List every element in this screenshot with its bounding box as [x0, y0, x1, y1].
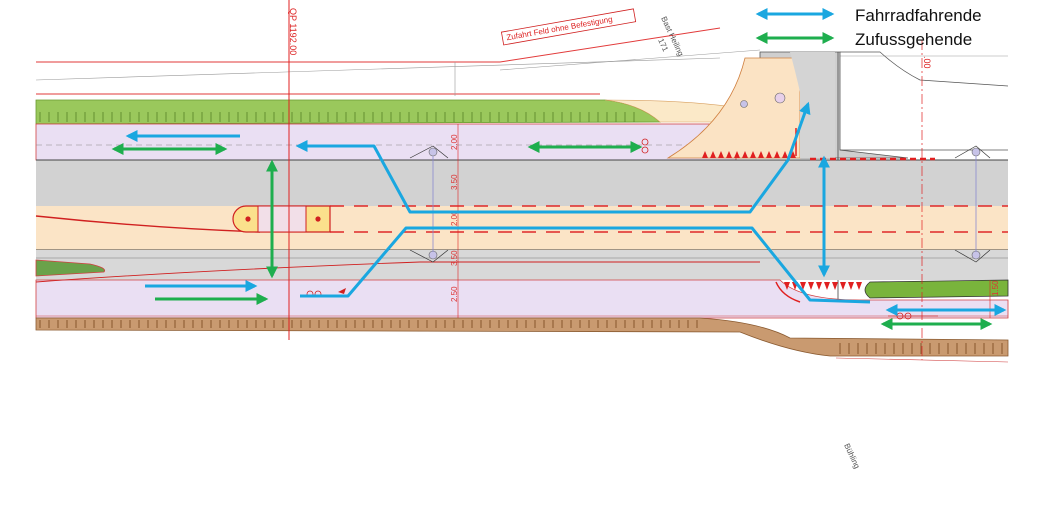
station-label: QP 1192.00 [288, 8, 298, 55]
lower-brown-ticks [39, 320, 1003, 354]
svg-text:2.50: 2.50 [450, 286, 459, 302]
svg-text:3.50: 3.50 [450, 174, 459, 190]
main-road-upper-lane [36, 160, 1008, 206]
lower-green-left [35, 259, 106, 277]
legend-label-cyclists: Fahrradfahrende [855, 6, 982, 25]
svg-text:1.50: 1.50 [991, 280, 1000, 296]
pedestrian-routes [111, 141, 993, 330]
svg-text:2.00: 2.00 [450, 210, 459, 226]
cyclist-route-crossing [295, 101, 811, 214]
legend-label-pedestrians: Zufussgehende [855, 30, 972, 49]
main-road-lower-lane [36, 250, 1008, 280]
tactile-markers-lower [784, 282, 862, 290]
legend: Fahrradfahrende Zufussgehende [755, 6, 982, 49]
upper-green-strip [35, 99, 662, 125]
right-station-label: .00 [922, 56, 932, 69]
cyclist-route-lower [300, 226, 871, 304]
property-lines [35, 27, 1008, 96]
lower-brown-strip [35, 317, 1009, 357]
lower-footpath [35, 279, 1009, 319]
lower-green-right [864, 279, 1009, 299]
cyclist-routes [125, 101, 1007, 316]
legend-item-pedestrians: Zufussgehende [755, 30, 972, 49]
svg-text:2.00: 2.00 [450, 134, 459, 150]
legend-item-cyclists: Fahrradfahrende [755, 6, 982, 25]
svg-text:QP 1192.00: QP 1192.00 [288, 8, 298, 55]
upper-footpath [35, 123, 737, 161]
tactile-markers-upper [702, 151, 796, 158]
svg-text:3.50: 3.50 [450, 250, 459, 266]
pedestrian-island [232, 205, 331, 233]
svg-text:.00: .00 [922, 56, 932, 69]
